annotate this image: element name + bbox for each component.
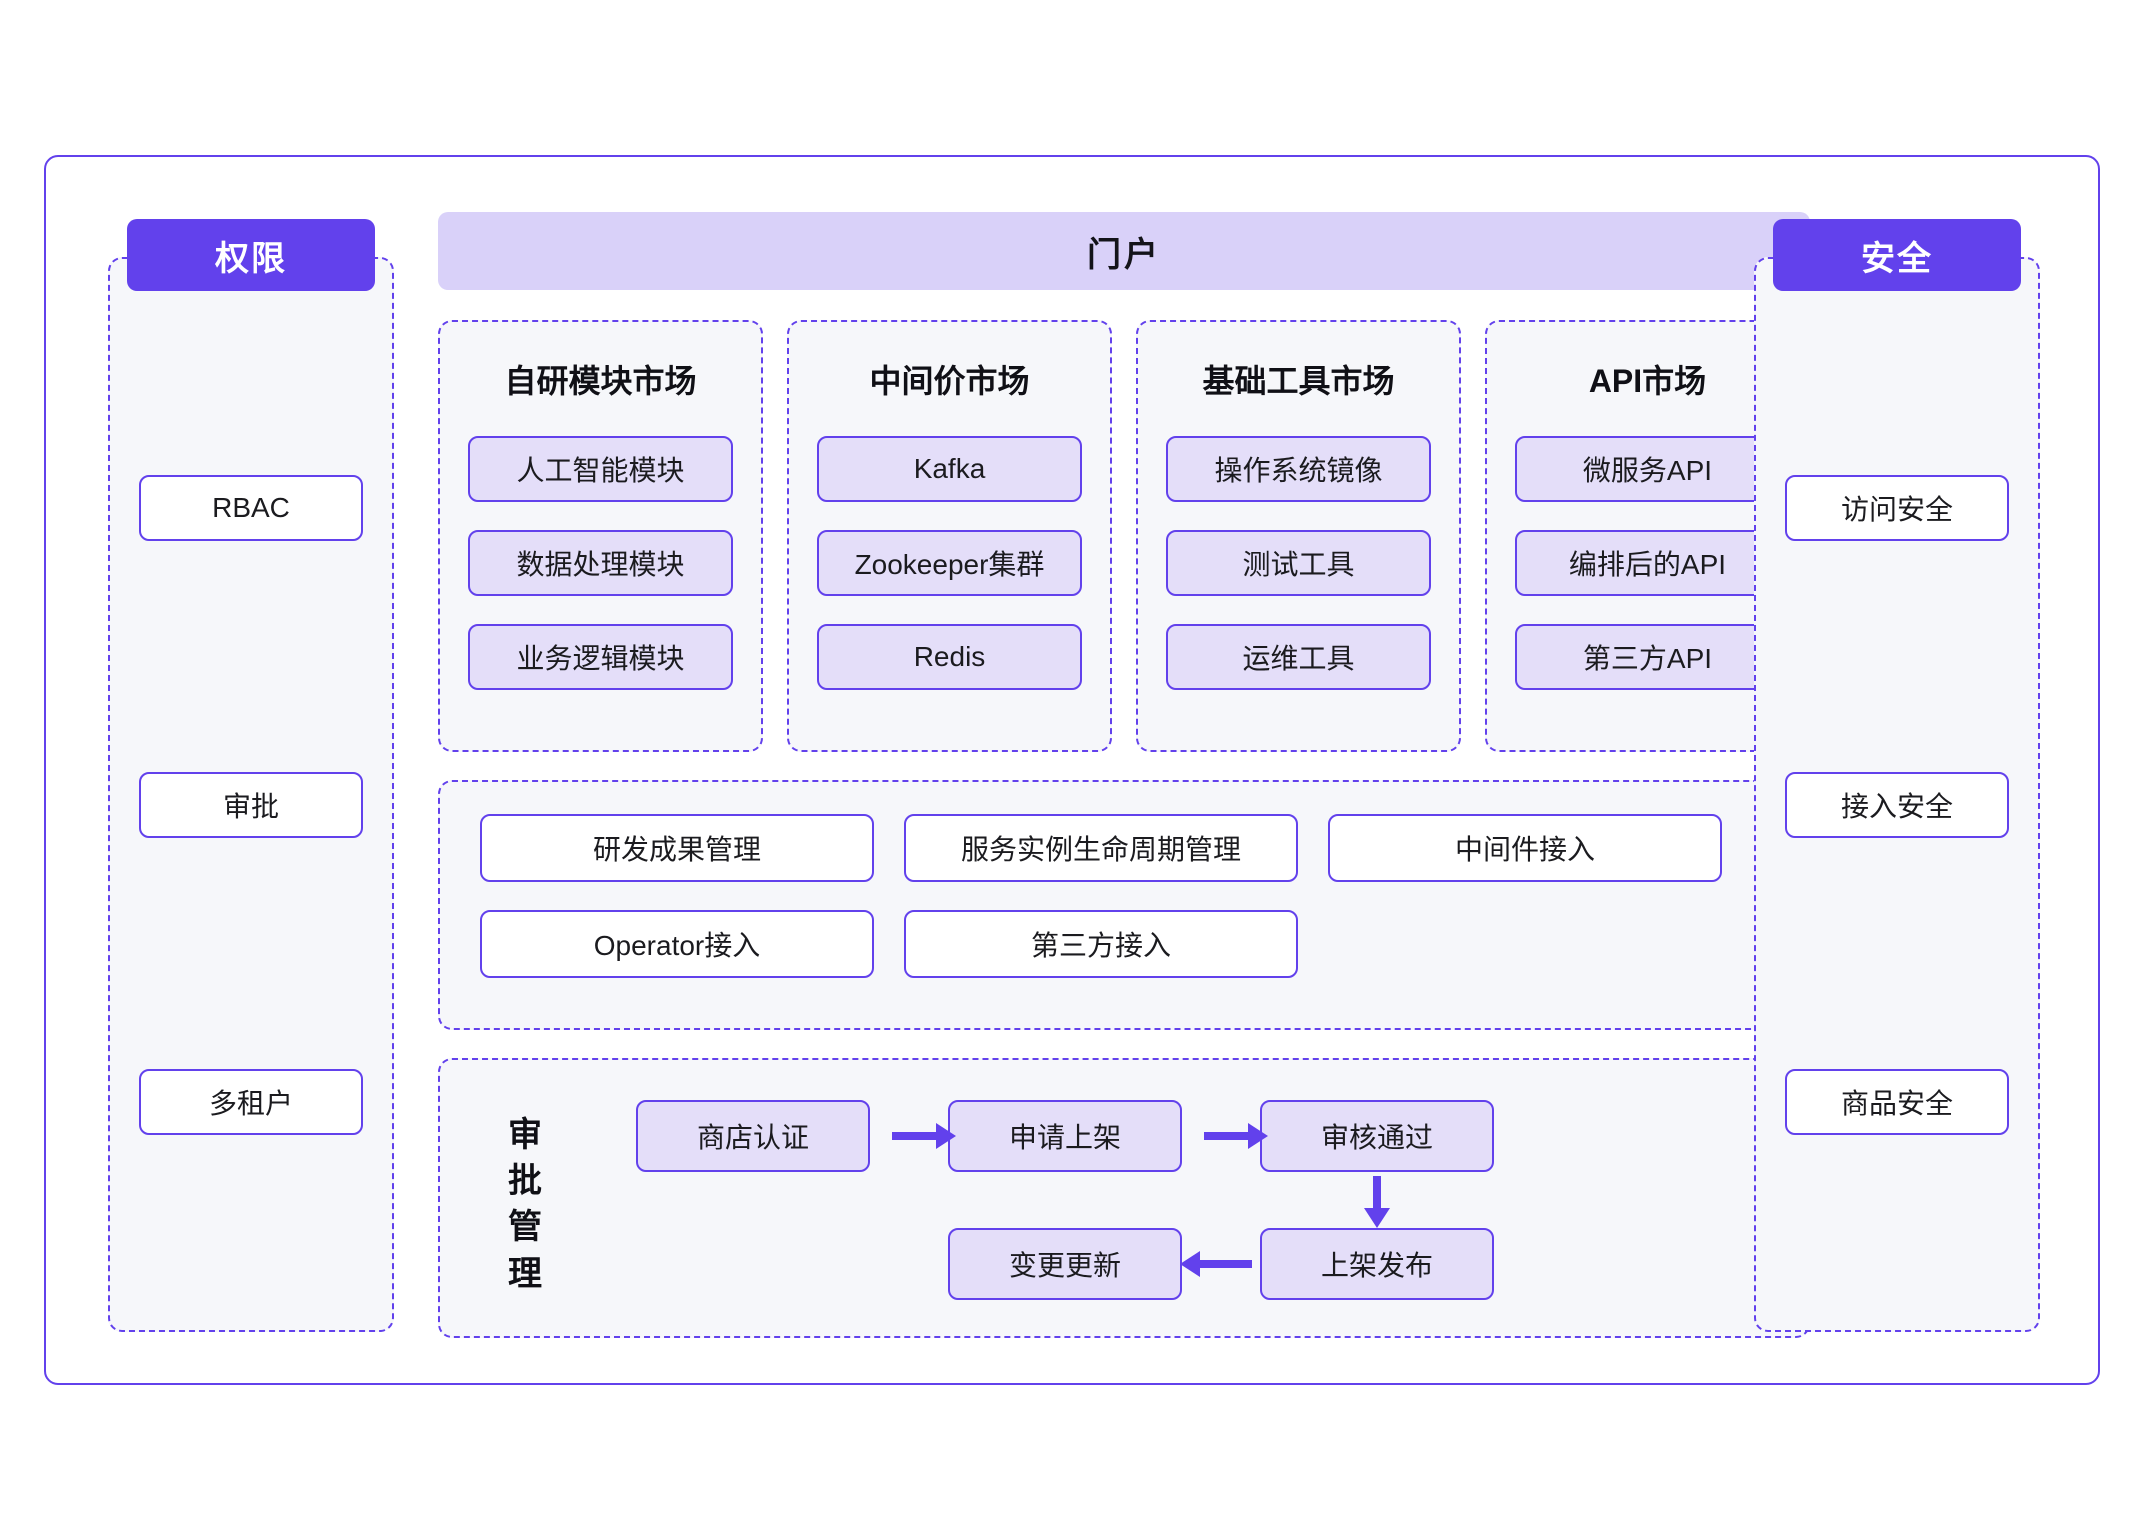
permissions-item-multitenant[interactable]: 多租户 bbox=[139, 1068, 363, 1135]
market-item[interactable]: Zookeeper集群 bbox=[817, 530, 1082, 596]
flow-node-review-passed[interactable]: 审核通过 bbox=[1260, 1100, 1494, 1172]
permissions-item-list: RBAC 审批 多租户 bbox=[110, 259, 392, 1330]
architecture-diagram-frame: 权限 RBAC 审批 多租户 门户 自研模块市场 人工智能模块 数据处理模块 业… bbox=[44, 155, 2100, 1385]
center-region: 门户 自研模块市场 人工智能模块 数据处理模块 业务逻辑模块 中间价市场 Kaf… bbox=[438, 212, 1810, 1338]
security-badge: 安全 bbox=[1773, 219, 2021, 291]
flow-arrow-right-1 bbox=[892, 1123, 956, 1149]
approval-label-char: 批 bbox=[508, 1162, 542, 1201]
market-middleware: 中间价市场 Kafka Zookeeper集群 Redis bbox=[787, 320, 1112, 752]
market-title: 自研模块市场 bbox=[504, 363, 697, 399]
flow-arrow-left-1 bbox=[1180, 1251, 1252, 1277]
permissions-item-approval[interactable]: 审批 bbox=[139, 771, 363, 838]
capability-service-lifecycle-management[interactable]: 服务实例生命周期管理 bbox=[904, 814, 1298, 882]
market-item[interactable]: 第三方API bbox=[1515, 624, 1780, 690]
market-item[interactable]: 微服务API bbox=[1515, 436, 1780, 502]
market-item[interactable]: Kafka bbox=[817, 436, 1082, 502]
capability-row: 研发成果管理 服务实例生命周期管理 中间件接入 Operator接入 第三方接入 bbox=[438, 780, 1810, 1030]
approval-label-char: 管 bbox=[508, 1208, 542, 1247]
approval-label-char: 审 bbox=[508, 1116, 542, 1154]
portal-header: 门户 bbox=[438, 212, 1810, 290]
market-item[interactable]: 测试工具 bbox=[1166, 530, 1431, 596]
market-title: 中间价市场 bbox=[869, 363, 1030, 399]
capability-third-party-onboarding[interactable]: 第三方接入 bbox=[904, 910, 1298, 978]
security-item-product-security[interactable]: 商品安全 bbox=[1785, 1068, 2009, 1135]
flow-node-change-update[interactable]: 变更更新 bbox=[948, 1228, 1182, 1300]
approval-label-char: 理 bbox=[508, 1254, 542, 1293]
market-title: 基础工具市场 bbox=[1202, 363, 1395, 399]
flow-arrow-down-1 bbox=[1364, 1176, 1390, 1228]
capability-operator-onboarding[interactable]: Operator接入 bbox=[480, 910, 874, 978]
market-item[interactable]: 业务逻辑模块 bbox=[468, 624, 733, 690]
security-column: 安全 访问安全 接入安全 商品安全 bbox=[1754, 219, 2040, 1332]
flow-node-publish-listing[interactable]: 上架发布 bbox=[1260, 1228, 1494, 1300]
market-item[interactable]: 人工智能模块 bbox=[468, 436, 733, 502]
capability-rnd-asset-management[interactable]: 研发成果管理 bbox=[480, 814, 874, 882]
approval-flow-label: 审 批 管 理 bbox=[502, 1112, 548, 1297]
market-item[interactable]: Redis bbox=[817, 624, 1082, 690]
permissions-item-rbac[interactable]: RBAC bbox=[139, 474, 363, 541]
permissions-column: 权限 RBAC 审批 多租户 bbox=[108, 219, 394, 1332]
flow-arrow-right-2 bbox=[1204, 1123, 1268, 1149]
security-item-access-security[interactable]: 访问安全 bbox=[1785, 474, 2009, 541]
market-item[interactable]: 操作系统镜像 bbox=[1166, 436, 1431, 502]
market-item[interactable]: 编排后的API bbox=[1515, 530, 1780, 596]
capability-middleware-onboarding[interactable]: 中间件接入 bbox=[1328, 814, 1722, 882]
market-row: 自研模块市场 人工智能模块 数据处理模块 业务逻辑模块 中间价市场 Kafka … bbox=[438, 320, 1810, 752]
market-self-developed-modules: 自研模块市场 人工智能模块 数据处理模块 业务逻辑模块 bbox=[438, 320, 763, 752]
flow-node-store-certification[interactable]: 商店认证 bbox=[636, 1100, 870, 1172]
security-item-onboarding-security[interactable]: 接入安全 bbox=[1785, 771, 2009, 838]
security-item-list: 访问安全 接入安全 商品安全 bbox=[1756, 259, 2038, 1330]
approval-flow-row: 审 批 管 理 商店认证 申请上架 审核通过 上架发布 变更更新 bbox=[438, 1058, 1810, 1338]
flow-node-apply-listing[interactable]: 申请上架 bbox=[948, 1100, 1182, 1172]
market-title: API市场 bbox=[1588, 363, 1707, 399]
market-item[interactable]: 运维工具 bbox=[1166, 624, 1431, 690]
permissions-badge: 权限 bbox=[127, 219, 375, 291]
market-basic-tools: 基础工具市场 操作系统镜像 测试工具 运维工具 bbox=[1136, 320, 1461, 752]
market-item[interactable]: 数据处理模块 bbox=[468, 530, 733, 596]
